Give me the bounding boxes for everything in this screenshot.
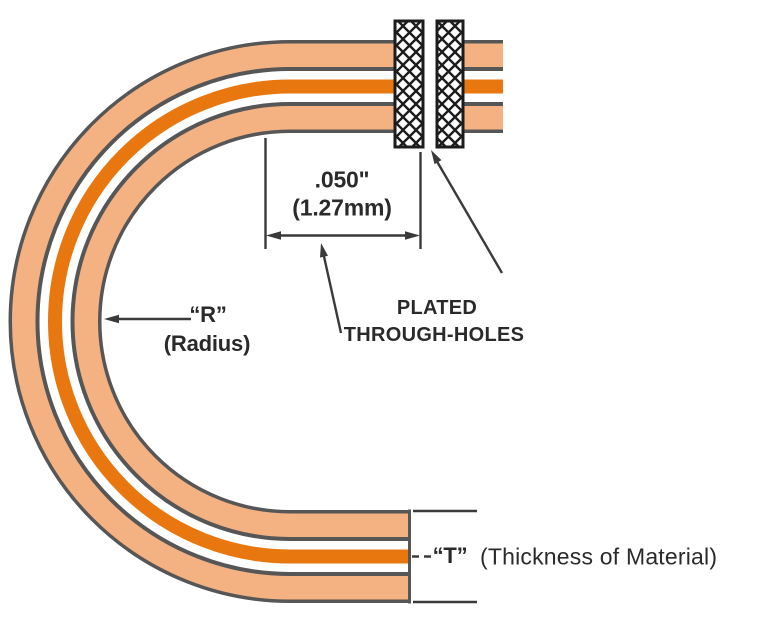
- pitch-arrowhead-right-icon: [405, 231, 420, 240]
- pitch-arrowhead-left-icon: [266, 231, 281, 240]
- radius-caption-label: (Radius): [163, 331, 251, 356]
- leader-to-hole-arrowhead-icon: [431, 150, 442, 165]
- leader-to-dimension-arrowhead-icon: [320, 243, 328, 258]
- leader-to-dimension-line: [321, 251, 343, 334]
- leader-to-dimension: [320, 243, 343, 334]
- leader-to-hole-line: [433, 157, 504, 274]
- leader-to-hole: [431, 150, 504, 274]
- radius-symbol-label: “R”: [189, 302, 227, 327]
- radius-arrowhead-icon: [104, 314, 119, 324]
- thickness-callout: [412, 509, 477, 604]
- hole-pitch-mm-label: (1.27mm): [292, 194, 392, 221]
- through-hole-gap: [423, 21, 437, 147]
- plated-through-hole-right: [435, 19, 465, 149]
- plated-label-line2: THROUGH-HOLES: [343, 324, 525, 346]
- plated-through-hole-left: [393, 19, 425, 149]
- flex-circuit-band: [8, 40, 503, 603]
- radius-arrow: [104, 314, 191, 324]
- plated-label-line1: PLATED: [396, 297, 478, 319]
- thickness-caption-label: (Thickness of Material): [480, 543, 718, 570]
- flex-band-conductor: [48, 79, 503, 564]
- thickness-symbol-label: “T”: [432, 543, 468, 568]
- hole-pitch-dimension: [264, 138, 422, 249]
- hole-pitch-inches-label: .050": [314, 166, 370, 193]
